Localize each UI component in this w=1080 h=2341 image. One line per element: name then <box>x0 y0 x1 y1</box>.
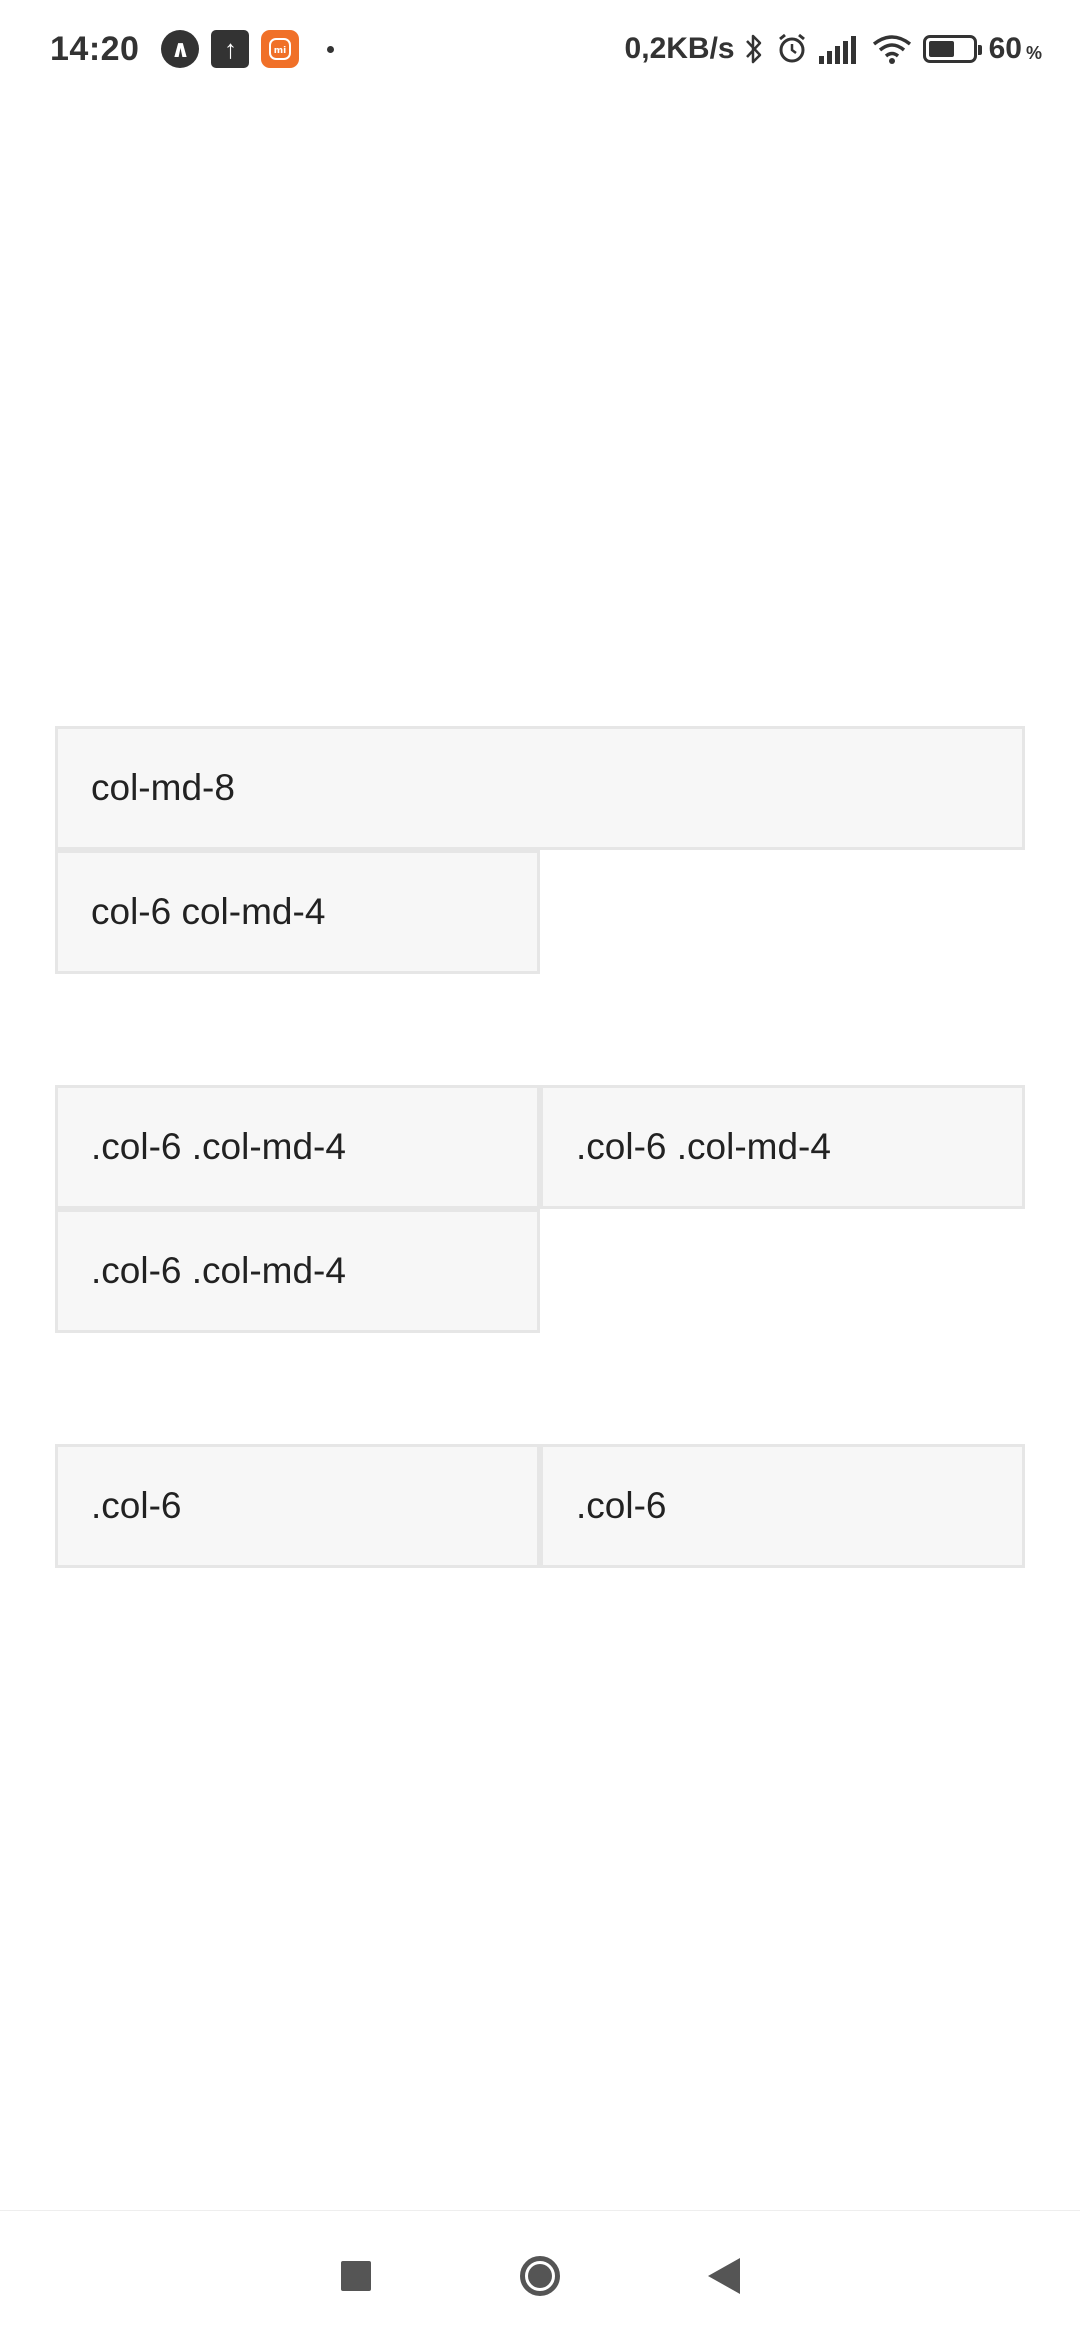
svg-text:mi: mi <box>274 46 286 56</box>
grid-row-3: .col-6 .col-6 <box>55 1444 1025 1568</box>
grid-cell: .col-6 <box>540 1444 1025 1568</box>
bluetooth-icon <box>743 32 765 66</box>
status-left: 14:20 ∧ ↑ mi <box>50 29 335 69</box>
status-time: 14:20 <box>50 29 140 68</box>
battery-fill <box>928 41 954 57</box>
status-bar: 14:20 ∧ ↑ mi 0,2KB/s <box>0 0 1080 98</box>
battery-icon <box>922 35 982 63</box>
grid-cell: .col-6 .col-md-4 <box>55 1085 540 1209</box>
recents-button[interactable] <box>316 2236 396 2316</box>
recents-icon <box>341 2261 371 2291</box>
notification-dot-icon <box>327 45 335 53</box>
home-button[interactable] <box>500 2236 580 2316</box>
status-right: 0,2KB/s <box>625 32 1042 66</box>
alarm-icon <box>775 32 809 66</box>
navigation-bar <box>0 2210 1080 2341</box>
grid-cell: col-md-8 <box>55 726 1025 850</box>
grid-row-1: col-md-8 col-6 col-md-4 <box>55 726 1025 974</box>
upload-icon: ↑ <box>211 30 250 68</box>
grid-row-2: .col-6 .col-md-4 .col-6 .col-md-4 .col-6… <box>55 1085 1025 1333</box>
battery-unit: % <box>1025 42 1042 63</box>
grid-cell: .col-6 .col-md-4 <box>540 1085 1025 1209</box>
grid-cell: col-6 col-md-4 <box>55 850 540 974</box>
grid-cell: .col-6 .col-md-4 <box>55 1209 540 1333</box>
wifi-icon <box>871 33 913 65</box>
navigation-app-icon: ∧ <box>161 30 200 68</box>
mi-app-icon: mi <box>261 30 300 68</box>
grid-cell: .col-6 <box>55 1444 540 1568</box>
battery-level: 60 <box>988 32 1022 65</box>
home-icon <box>520 2256 560 2296</box>
signal-icon <box>818 34 859 64</box>
back-button[interactable] <box>684 2236 764 2316</box>
network-speed: 0,2KB/s <box>624 32 735 65</box>
back-icon <box>708 2258 740 2294</box>
